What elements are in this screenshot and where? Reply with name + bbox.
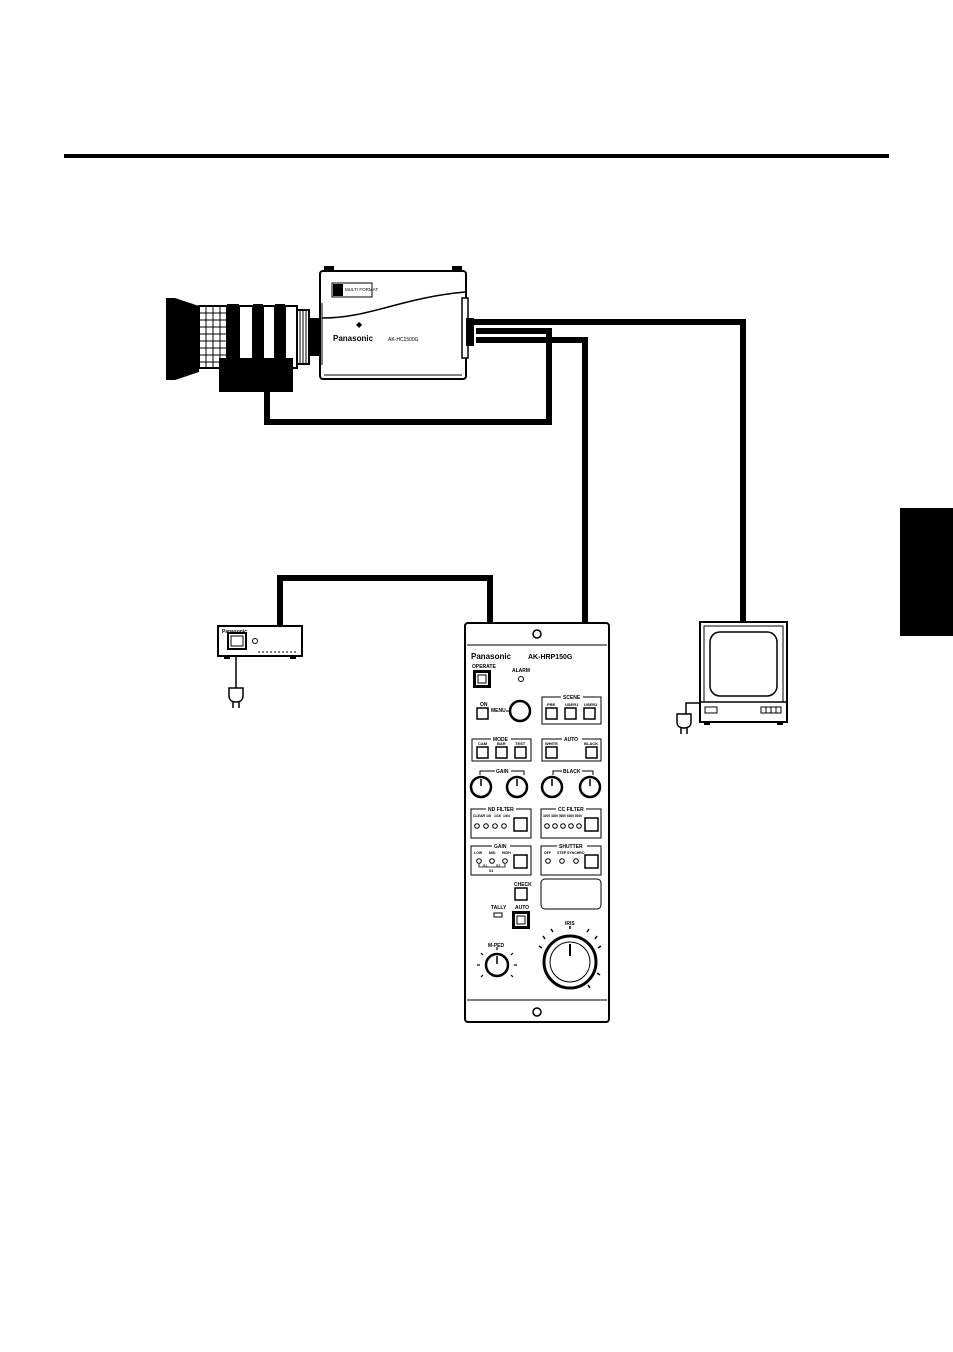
scene-pre-label: PRE <box>547 702 556 707</box>
gain-knob-title: GAIN <box>496 769 509 775</box>
cc-filter-button[interactable] <box>584 817 599 832</box>
tally-lamp <box>493 912 503 918</box>
auto-iris-label: AUTO <box>515 905 529 911</box>
on-button[interactable] <box>476 707 489 720</box>
scene-user2-button[interactable] <box>583 707 596 720</box>
camera-connector <box>466 318 474 346</box>
gain-s1-label: S1 <box>483 864 487 868</box>
m-ped-label: M-PED <box>488 943 505 949</box>
scene-title: SCENE <box>563 695 581 701</box>
ac-adaptor-lamp <box>252 638 258 644</box>
check-button[interactable] <box>514 887 528 901</box>
section-tab <box>900 508 953 636</box>
shutter-title: SHUTTER <box>559 844 583 850</box>
black-knob-title: BLACK <box>563 769 581 775</box>
iris-label: IRIS <box>565 921 575 927</box>
nd-filter-button[interactable] <box>513 817 528 832</box>
monitor <box>676 621 788 734</box>
rcp-brand: Panasonic <box>471 652 512 661</box>
ac-adaptor-plug-icon <box>228 687 244 703</box>
mode-cam-button[interactable] <box>476 746 489 759</box>
header-rule <box>64 154 889 158</box>
menu-label: MENU <box>491 708 506 714</box>
gain-s2-label: S2 <box>496 864 500 868</box>
gain-r-knob[interactable] <box>469 775 493 799</box>
m-ped-knob[interactable] <box>484 952 510 978</box>
video-cable-monitor <box>472 319 746 623</box>
auto-black-button[interactable] <box>585 746 598 759</box>
shutter-off-label: OFF <box>544 851 552 855</box>
camera-indicator: ◆ <box>356 320 363 329</box>
scene-pre-button[interactable] <box>545 707 558 720</box>
nd-filter-label-2: 1/16 <box>494 814 501 818</box>
check-label: CHECK <box>514 882 532 888</box>
scene-user1-button[interactable] <box>564 707 577 720</box>
nd-filter-label-1: CLEAR 1/8 <box>473 814 491 818</box>
mode-test-button[interactable] <box>514 746 527 759</box>
gain-switch-title: GAIN <box>494 844 507 850</box>
shutter-button[interactable] <box>584 854 599 869</box>
nd-filter-label-3: 1/64 <box>503 814 510 818</box>
alarm-label: ALARM <box>512 668 530 674</box>
nd-filter-title: ND FILTER <box>488 807 514 813</box>
lens-servo-grip <box>219 358 293 392</box>
mode-bar-button[interactable] <box>495 746 508 759</box>
gain-s3-label: S3 <box>489 869 493 873</box>
cables <box>264 319 746 626</box>
camera-badge-text: MULTI FORMAT <box>345 287 378 292</box>
auto-title: AUTO <box>564 737 578 743</box>
rcp-screw-bottom <box>532 1007 542 1017</box>
gain-switch-button[interactable] <box>513 854 528 869</box>
auto-black-label: BLACK <box>584 741 598 746</box>
iris-ticks <box>538 926 602 989</box>
on-label: ON <box>480 702 488 708</box>
menu-dial[interactable] <box>508 699 532 723</box>
monitor-power-button[interactable] <box>704 706 718 714</box>
rcp-display <box>540 878 602 910</box>
gain-mid-label: MID <box>489 851 496 855</box>
mode-cam-label: CAM <box>478 741 488 746</box>
rcp: Panasonic AK-HRP150G OPERATE ALARM ON ME… <box>464 622 610 1023</box>
black-b-knob[interactable] <box>578 775 602 799</box>
monitor-plug-icon <box>676 713 692 729</box>
camera-model: AK-HC1500G <box>388 337 419 343</box>
gain-low-label: LOW <box>474 851 483 855</box>
ac-adaptor: Panasonic <box>217 625 303 708</box>
iris-dial[interactable] <box>542 934 598 990</box>
power-cable-rcp <box>277 575 493 626</box>
m-ped-ticks <box>477 947 517 978</box>
monitor-screen <box>709 631 778 697</box>
camera-brand: Panasonic <box>333 334 374 343</box>
operate-label: OPERATE <box>472 664 496 670</box>
gain-b-knob[interactable] <box>505 775 529 799</box>
scene-user1-label: USER1 <box>565 702 579 707</box>
tally-label: TALLY <box>491 905 507 911</box>
mode-title: MODE <box>493 737 509 743</box>
rcp-cable <box>476 337 588 623</box>
camera: MULTI FORMAT ◆ Panasonic AK-HC1500G <box>319 266 474 380</box>
cc-filter-title: CC FILTER <box>558 807 584 813</box>
shutter-step-label: STEP <box>557 851 567 855</box>
lens <box>166 298 321 392</box>
lens-hood <box>166 298 199 380</box>
black-r-knob[interactable] <box>540 775 564 799</box>
gain-high-label: HIGH <box>502 851 511 855</box>
cc-filter-labels: 3200 4300 5600 6300 8000 <box>543 814 582 818</box>
rcp-model: AK-HRP150G <box>528 654 573 661</box>
scene-user2-label: USER2 <box>584 702 598 707</box>
shutter-synchro-label: SYNCHRO <box>567 851 585 855</box>
mode-test-label: TEST <box>515 741 526 746</box>
auto-white-button[interactable] <box>545 746 558 759</box>
rcp-body <box>464 622 610 1023</box>
rcp-screw-top <box>532 629 542 639</box>
alarm-lamp <box>518 676 524 682</box>
mode-bar-label: BAR <box>497 741 506 746</box>
auto-white-label: WHITE <box>545 741 558 746</box>
lens-cable <box>264 328 552 425</box>
